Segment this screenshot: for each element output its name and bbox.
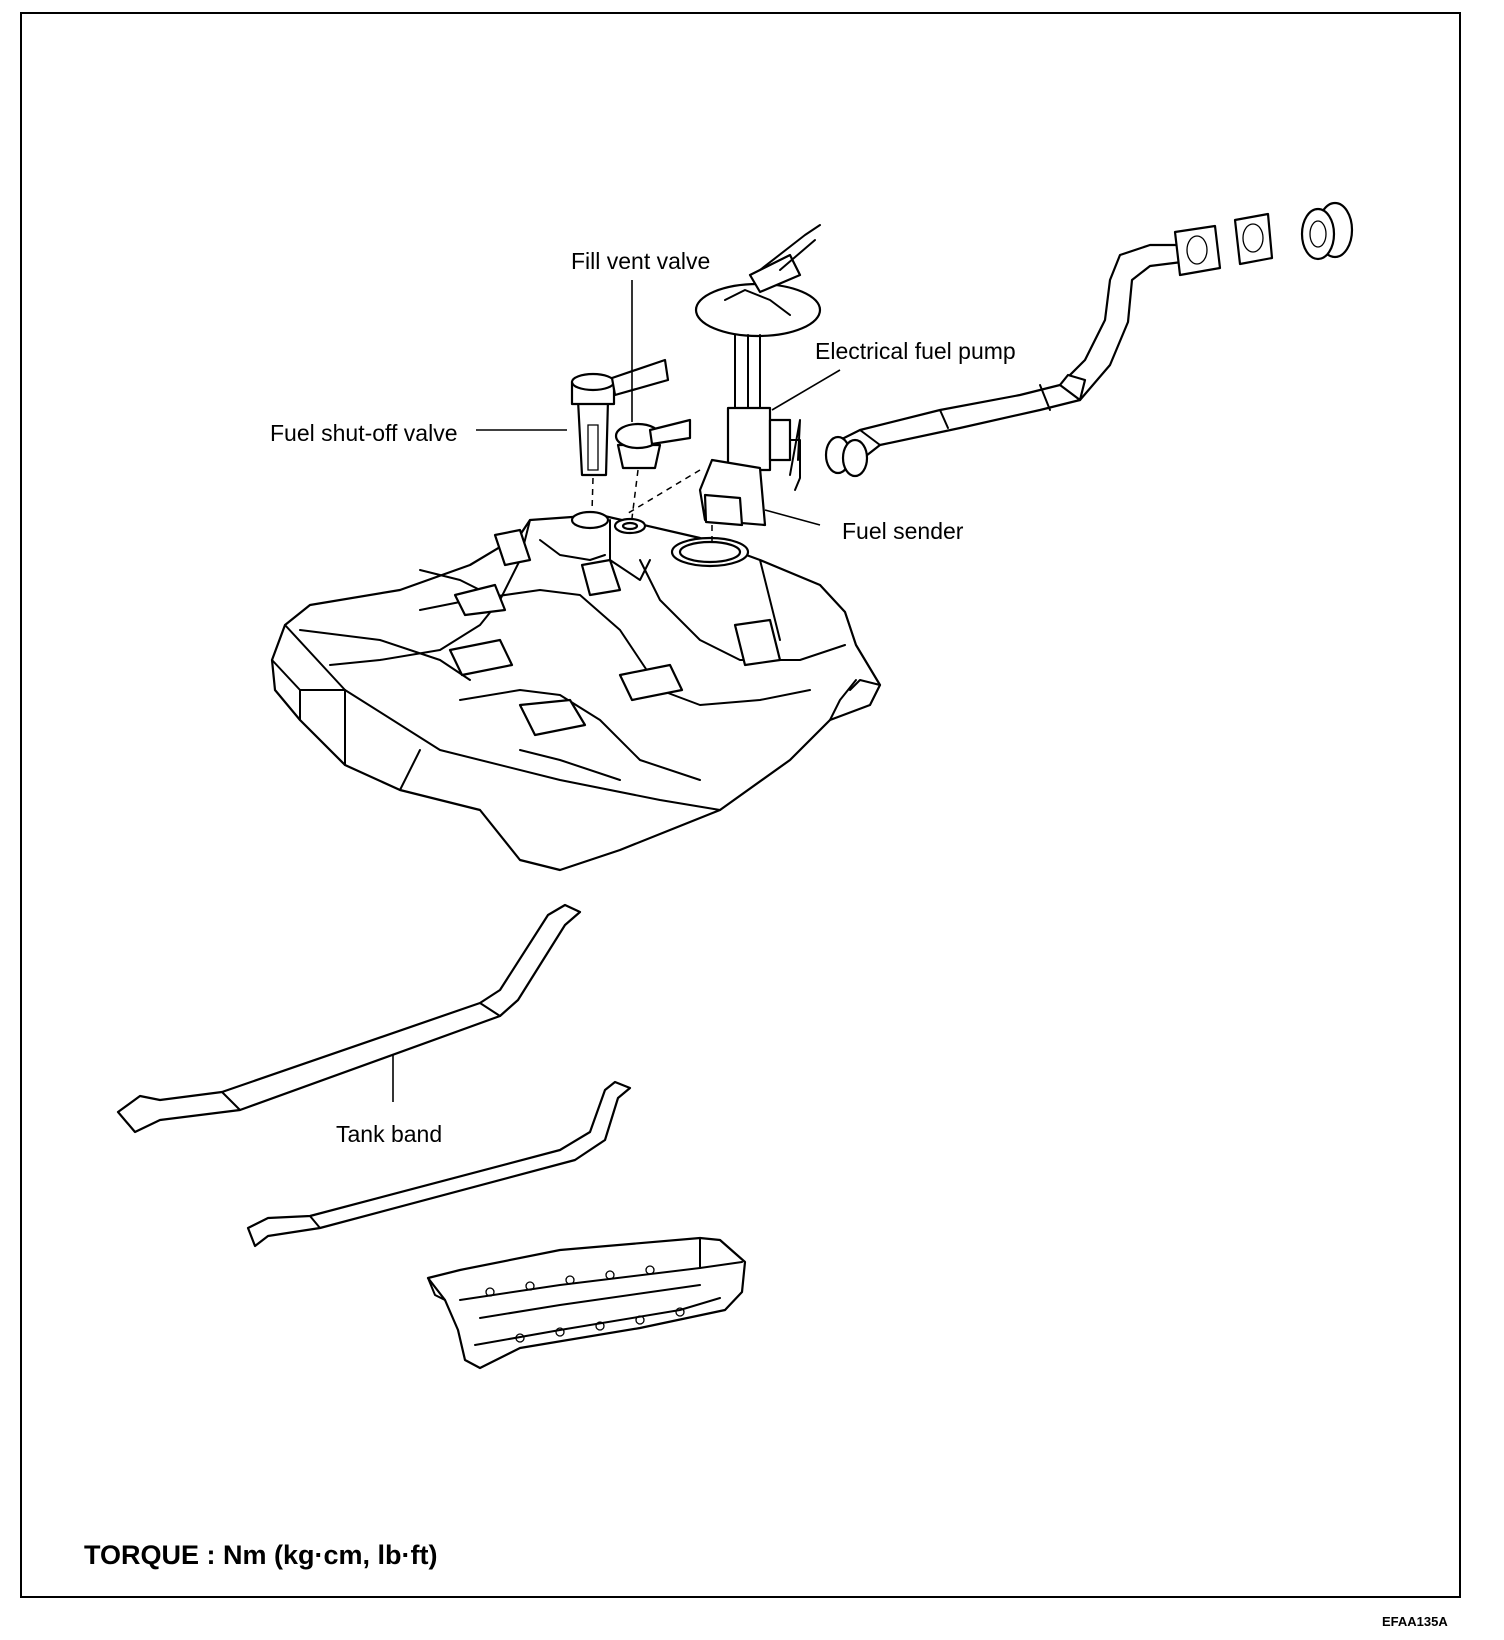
tank-band-lower bbox=[246, 1080, 632, 1248]
fill-vent-valve-label: Fill vent valve bbox=[571, 248, 711, 274]
fuel-sender bbox=[698, 458, 821, 527]
figure-frame bbox=[20, 12, 1461, 1598]
electrical-fuel-pump bbox=[694, 224, 841, 491]
fill-vent-valve bbox=[614, 280, 692, 470]
fuel-shutoff-valve bbox=[570, 358, 670, 477]
torque-note: TORQUE : Nm (kg·cm, lb·ft) bbox=[84, 1540, 438, 1570]
fuel-tank bbox=[270, 510, 882, 872]
tank-band-label: Tank band bbox=[336, 1121, 443, 1147]
tank-band-upper bbox=[116, 903, 582, 1134]
fuel-sender-label: Fuel sender bbox=[842, 518, 964, 544]
fuel-shutoff-valve-label: Fuel shut-off valve bbox=[270, 420, 458, 446]
tank-protector bbox=[426, 1236, 747, 1370]
filler-neck-hose bbox=[824, 201, 1354, 478]
electrical-fuel-pump-label: Electrical fuel pump bbox=[815, 338, 1016, 364]
figure-code: EFAA135A bbox=[1382, 1614, 1448, 1629]
